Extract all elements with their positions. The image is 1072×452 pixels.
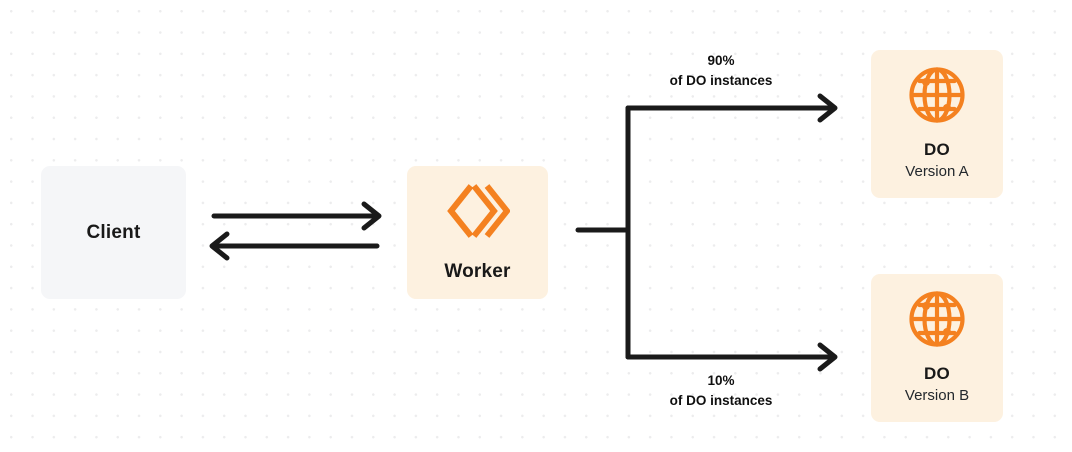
edge-label-do-b: 10% of DO instances	[628, 371, 814, 410]
node-do-a-label: DO	[924, 140, 950, 160]
edge-label-do-a-percent: 90%	[707, 53, 735, 68]
cloudflare-workers-icon	[446, 182, 511, 245]
arrow-worker-to-do-a	[625, 93, 838, 123]
edge-label-do-a-description: of DO instances	[669, 72, 773, 88]
edge-label-do-b-percent: 10%	[707, 373, 735, 388]
node-client-label: Client	[86, 221, 141, 243]
durable-object-globe-icon	[908, 290, 966, 353]
node-do-version-a[interactable]: DO Version A	[871, 50, 1003, 198]
arrow-worker-to-client	[209, 231, 380, 261]
node-do-version-b[interactable]: DO Version B	[871, 274, 1003, 422]
node-do-b-sublabel: Version B	[904, 387, 970, 405]
arrow-client-to-worker	[211, 201, 382, 231]
node-do-a-sublabel: Version A	[905, 163, 969, 181]
durable-object-globe-icon	[908, 66, 966, 129]
edge-label-do-b-description: of DO instances	[669, 392, 773, 408]
edge-label-do-a: 90% of DO instances	[628, 51, 814, 90]
node-do-b-label: DO	[924, 364, 950, 384]
node-worker[interactable]: Worker	[407, 166, 548, 299]
node-worker-label: Worker	[444, 261, 511, 282]
arrow-worker-to-do-b	[625, 342, 838, 372]
node-client[interactable]: Client	[41, 166, 186, 299]
